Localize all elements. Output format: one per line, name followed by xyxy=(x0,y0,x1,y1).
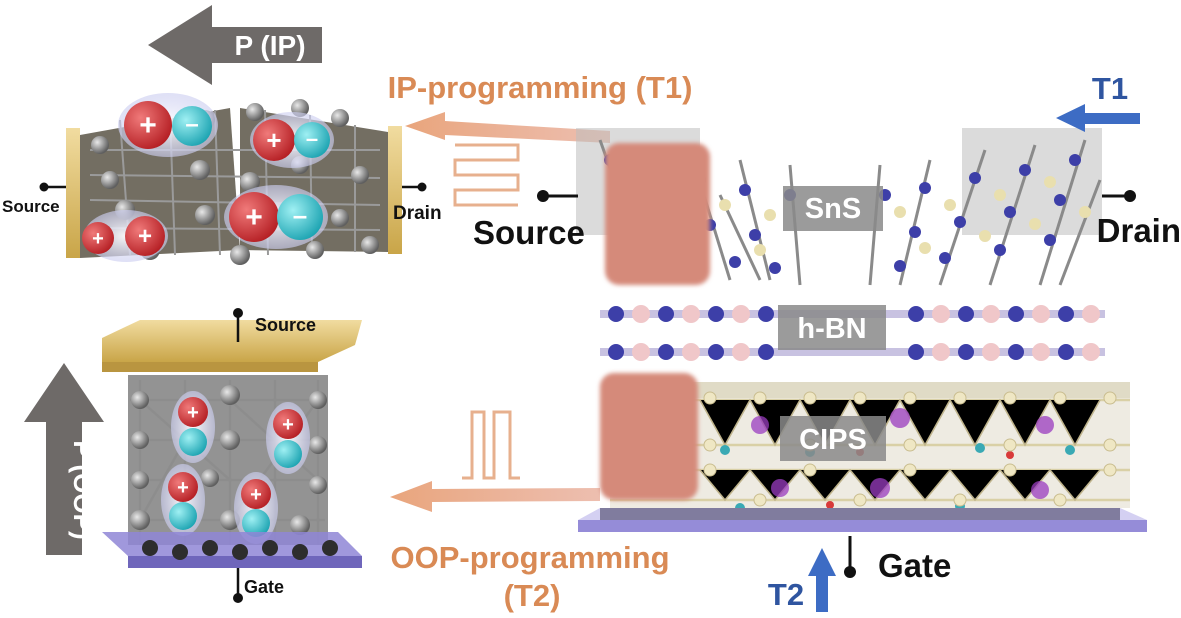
ip-polarization-arrow: P (IP) xyxy=(148,5,322,85)
svg-text:+: + xyxy=(139,109,157,142)
drain-electrode xyxy=(388,126,402,254)
device-drain-label: Drain xyxy=(1097,212,1181,249)
t2-label: T2 xyxy=(768,577,804,612)
ip-inset: P (IP) xyxy=(2,5,442,265)
svg-text:–: – xyxy=(306,126,318,151)
oop-polarization-label: P (OOP) xyxy=(68,440,98,539)
hbn-label-box: h-BN xyxy=(778,305,886,350)
oop-source-label: Source xyxy=(255,315,316,335)
source-electrode xyxy=(66,128,80,258)
svg-text:+: + xyxy=(187,402,199,424)
cips-contact-block xyxy=(600,373,698,500)
device-gate-label: Gate xyxy=(878,547,951,584)
oop-top-electrode xyxy=(102,320,362,372)
device-gate-terminal: Gate xyxy=(844,536,951,584)
oop-source-terminal: Source xyxy=(233,308,316,342)
oop-gate-label: Gate xyxy=(244,577,284,597)
oop-programming-label-line2: (T2) xyxy=(504,578,561,613)
sns-label-box: SnS xyxy=(783,186,883,231)
t1-label: T1 xyxy=(1092,71,1128,106)
ip-programming-label: IP-programming (T1) xyxy=(388,70,693,105)
svg-text:+: + xyxy=(282,414,294,436)
cips-label: CIPS xyxy=(799,424,867,456)
svg-text:–: – xyxy=(185,111,198,138)
oop-pulse-train xyxy=(462,410,520,480)
oop-programming: OOP-programming (T2) xyxy=(390,410,670,613)
svg-text:+: + xyxy=(177,477,189,499)
gate-substrate xyxy=(578,508,1147,532)
svg-text:+: + xyxy=(92,228,104,250)
cips-label-box: CIPS xyxy=(780,416,886,461)
ip-drain-label: Drain xyxy=(393,203,442,224)
hbn-label: h-BN xyxy=(797,313,866,345)
svg-text:+: + xyxy=(266,125,281,155)
sns-label: SnS xyxy=(805,193,861,225)
ip-programming: IP-programming (T1) xyxy=(388,70,693,207)
device-drain-terminal: Drain xyxy=(1097,190,1181,249)
ip-source-label: Source xyxy=(2,197,60,216)
oop-gate-terminal: Gate xyxy=(233,568,284,603)
device: SnS h-BN CIPS Source Drain Gate xyxy=(473,71,1181,612)
oop-inset: P (OOP) xyxy=(24,308,362,603)
t2-arrow: T2 xyxy=(768,548,836,612)
ip-dipoles: + – + – + + + – xyxy=(82,93,334,262)
oop-polarization-arrow: P (OOP) xyxy=(24,363,104,555)
device-source-terminal: Source xyxy=(473,190,585,251)
svg-text:+: + xyxy=(138,223,152,250)
svg-text:+: + xyxy=(250,484,262,506)
svg-text:–: – xyxy=(293,200,307,230)
ip-programming-arrow xyxy=(405,112,610,143)
t1-arrow: T1 xyxy=(1056,71,1140,132)
ip-drain-terminal: Drain xyxy=(393,182,442,224)
ip-source-terminal: Source xyxy=(2,182,66,216)
oop-programming-arrow xyxy=(390,481,600,512)
source-contact-block xyxy=(605,143,710,285)
oop-bottom-electrode xyxy=(102,532,362,568)
ip-pulse-train xyxy=(453,143,520,207)
ip-polarization-label: P (IP) xyxy=(234,30,305,61)
svg-text:+: + xyxy=(245,201,263,234)
oop-programming-label-line1: OOP-programming xyxy=(390,540,669,575)
device-source-label: Source xyxy=(473,214,585,251)
oop-dipoles: + + + + xyxy=(161,391,310,544)
